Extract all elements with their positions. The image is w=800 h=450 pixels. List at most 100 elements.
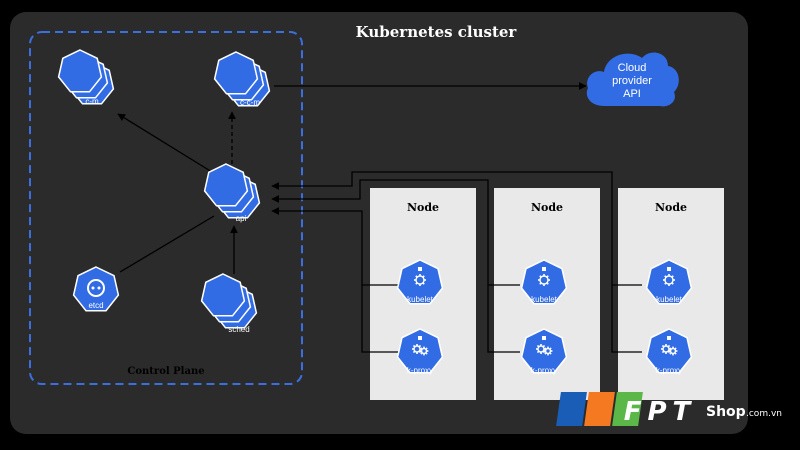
gear-tooth: [422, 282, 425, 285]
kube-proxy-component-1: [396, 328, 444, 374]
gear-tooth: [542, 350, 546, 354]
cloud-label-line1: Cloud: [618, 62, 647, 74]
gear-tooth: [544, 352, 547, 355]
gear-tooth: [669, 347, 672, 350]
cluster-title: Kubernetes cluster: [356, 23, 518, 41]
control-plane-box: [29, 31, 303, 385]
etcd-eye: [91, 286, 95, 290]
proxy-label-1: k-proxy: [407, 366, 433, 375]
kube-proxy-icon: [667, 336, 671, 340]
gear-tooth: [667, 344, 671, 348]
gear-tooth: [546, 282, 549, 285]
scheduler-component: [200, 273, 258, 329]
kube-proxy-icon: [418, 336, 422, 340]
shop-text: Shop: [706, 404, 746, 420]
kubelet-component-1: [396, 259, 444, 305]
kubernetes-heptagon-icon: [520, 259, 568, 305]
kube-proxy-icon: [542, 336, 546, 340]
gear-tooth: [546, 275, 549, 278]
fpt-brand-text: FPT: [624, 397, 697, 427]
fpt-logo-tile-f: [556, 392, 587, 426]
etcd-icon: [87, 279, 105, 297]
gear-tooth: [420, 352, 423, 355]
kubelet-component-3: [645, 259, 693, 305]
gear-tooth: [539, 275, 542, 278]
gear-tooth: [669, 352, 672, 355]
kubernetes-heptagon-icon: [645, 259, 693, 305]
fpt-logo-tile-t: [612, 392, 643, 426]
gear-tooth: [549, 352, 552, 355]
node2-to-api-line: [271, 179, 520, 286]
kubernetes-heptagon-icon: [203, 163, 249, 207]
proxy-label-3: k-proxy: [656, 366, 682, 375]
kubernetes-heptagon-icon: [57, 49, 103, 93]
gear-tooth: [664, 275, 667, 278]
gear-tooth: [425, 347, 428, 350]
gear-tooth: [674, 352, 677, 355]
controller-manager-component: [57, 49, 115, 105]
gear-tooth: [425, 352, 428, 355]
kubelet-component-2: [520, 259, 568, 305]
gear-tooth: [412, 350, 416, 354]
gear-tooth: [415, 282, 418, 285]
cm-label: c-m: [85, 97, 99, 106]
etcd-eye: [97, 286, 101, 290]
kube-proxy-component-2: [520, 328, 568, 374]
gear-tooth: [415, 275, 418, 278]
api-server-component: [203, 163, 261, 219]
gear-tooth: [664, 282, 667, 285]
kubelet-icon: [418, 267, 422, 271]
kubelet-label-2: kubelet: [531, 295, 558, 304]
node1-proxy-line: [361, 285, 398, 353]
node2-proxy-line: [487, 285, 520, 353]
cloud-icon: [586, 52, 679, 107]
gear-tooth: [671, 275, 674, 278]
gear-tooth: [542, 344, 546, 348]
cloud-label-line2: provider: [612, 75, 652, 87]
gear-tooth: [671, 282, 674, 285]
node-label-1: Node: [407, 201, 439, 214]
gear-tooth: [422, 275, 425, 278]
kubernetes-heptagon-icon: [213, 51, 259, 95]
kubelet-icon: [667, 267, 671, 271]
fpt-shop-logo: FPT Shop .com.vn: [556, 392, 782, 427]
sched-label: sched: [228, 325, 249, 334]
shop-domain-text: .com.vn: [746, 409, 782, 419]
etcd-label: etcd: [88, 301, 103, 310]
gear-tooth: [412, 344, 416, 348]
ccm-label: c-c-m: [240, 98, 260, 107]
node1-to-api-line: [271, 207, 398, 286]
gear-tooth: [418, 350, 422, 354]
node3-to-api-line: [271, 171, 642, 286]
gear-tooth: [661, 344, 665, 348]
kubernetes-heptagon-icon: [200, 273, 246, 317]
node3-proxy-line: [611, 285, 642, 353]
control-plane-label: Control Plane: [127, 366, 204, 377]
gear-tooth: [667, 350, 671, 354]
etcd-to-api-line: [119, 215, 215, 273]
gear-tooth: [661, 350, 665, 354]
kubernetes-heptagon-icon: [72, 266, 120, 312]
cloud-provider-api: Cloud provider API: [586, 52, 679, 107]
gear-tooth: [549, 347, 552, 350]
etcd-component: [72, 266, 120, 312]
gear-tooth: [536, 344, 540, 348]
gear-tooth: [536, 350, 540, 354]
kubelet-label-3: kubelet: [656, 295, 683, 304]
api-label: api: [236, 214, 247, 223]
kubelet-icon: [542, 267, 546, 271]
node-label-3: Node: [655, 201, 687, 214]
fpt-logo-tile-p: [584, 392, 615, 426]
kubelet-label-1: kubelet: [407, 295, 434, 304]
gear-tooth: [420, 347, 423, 350]
kubernetes-heptagon-icon: [396, 259, 444, 305]
cloud-label-line3: API: [623, 88, 641, 100]
gear-tooth: [539, 282, 542, 285]
proxy-label-2: k-proxy: [531, 366, 557, 375]
kube-proxy-component-3: [645, 328, 693, 374]
gear-tooth: [674, 347, 677, 350]
gear-tooth: [544, 347, 547, 350]
node-label-2: Node: [531, 201, 563, 214]
api-to-cm-arrow: [117, 113, 213, 173]
cloud-controller-manager-component: [213, 51, 271, 107]
